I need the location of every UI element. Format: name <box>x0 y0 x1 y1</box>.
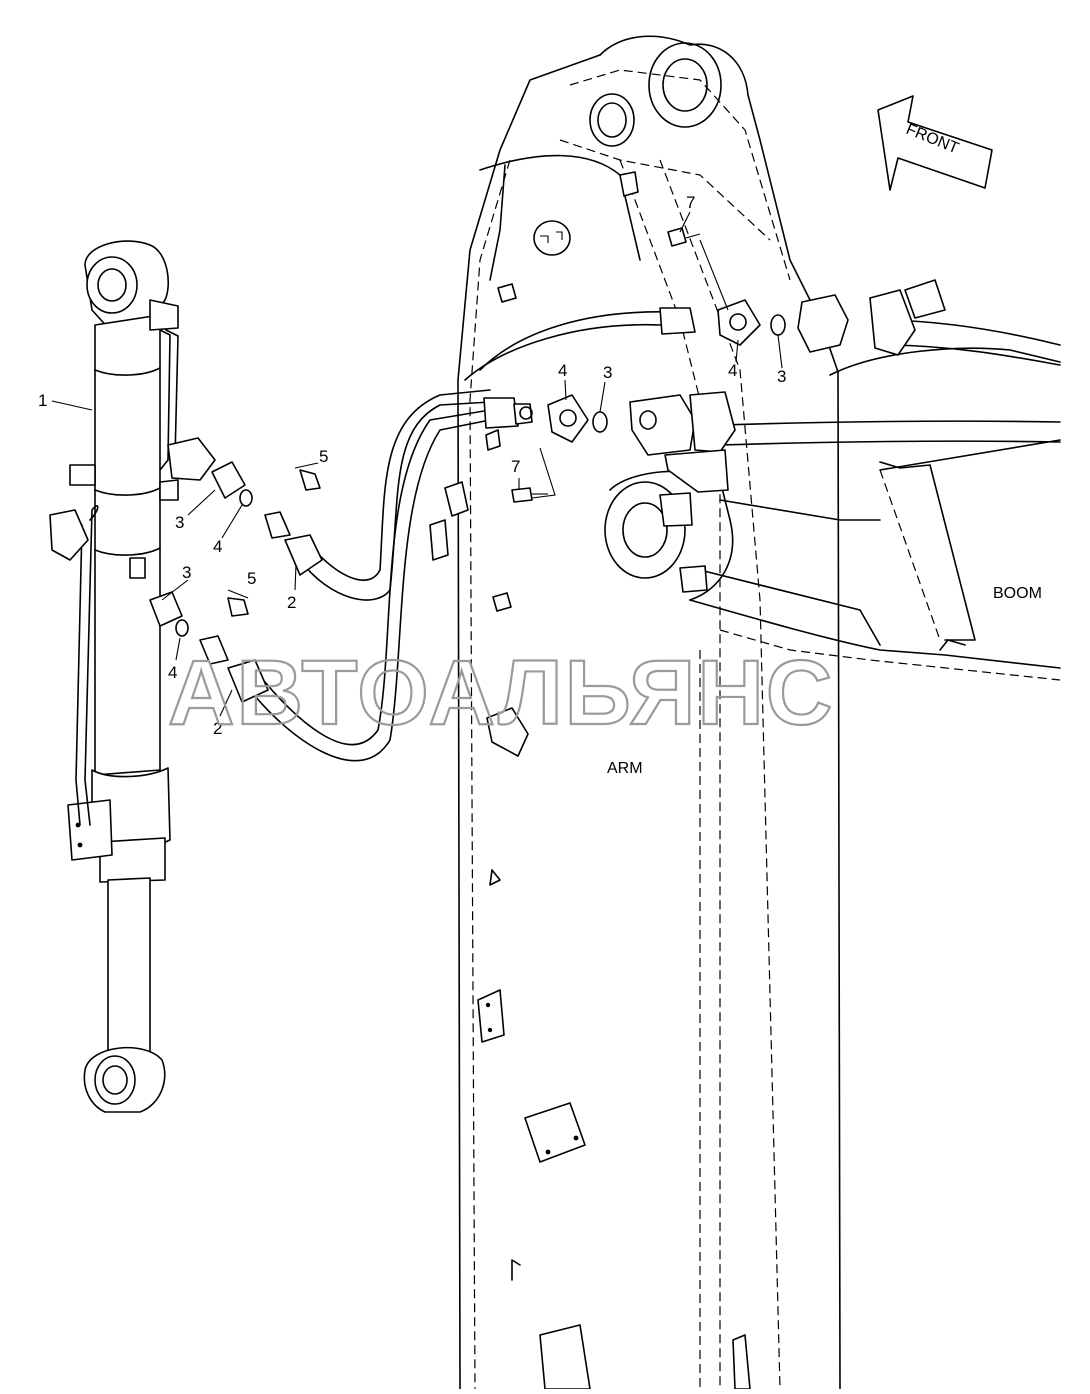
callout-2-lower: 2 <box>213 719 222 738</box>
boom-structure <box>604 347 1061 681</box>
callout-4-lower-cylinder: 4 <box>168 663 177 682</box>
callout-4-upper-cylinder: 4 <box>213 537 222 556</box>
middle-pipe-route <box>511 391 1061 503</box>
callout-3-middle: 3 <box>603 363 612 382</box>
front-direction-arrow: FRONT <box>877 95 993 191</box>
callout-4-upper: 4 <box>728 361 737 380</box>
part-callouts: 1 2 2 3 3 3 3 4 4 4 4 5 5 7 7 <box>38 193 786 738</box>
arm-structure <box>429 35 841 1390</box>
callout-5-upper: 5 <box>319 447 328 466</box>
callout-3-upper-cylinder: 3 <box>175 513 184 532</box>
callout-2-upper: 2 <box>287 593 296 612</box>
callout-3-lower-cylinder: 3 <box>182 563 191 582</box>
region-labels: BOOM ARM <box>607 585 1042 777</box>
arm-label: ARM <box>607 760 643 777</box>
callout-3-upper: 3 <box>777 367 786 386</box>
upper-hose-route <box>464 227 1061 381</box>
leader-lines <box>51 211 783 717</box>
callout-7-upper: 7 <box>686 193 695 212</box>
watermark-text: АВТОАЛЬЯНС <box>168 642 834 744</box>
callout-5-lower: 5 <box>247 569 256 588</box>
cylinder-fittings <box>149 461 321 637</box>
hydraulic-hoses <box>199 389 533 762</box>
boom-label: BOOM <box>993 585 1042 602</box>
callout-7-middle: 7 <box>511 457 520 476</box>
callout-1: 1 <box>38 391 47 410</box>
callout-4-middle: 4 <box>558 361 567 380</box>
arm-cylinder <box>49 240 216 1113</box>
